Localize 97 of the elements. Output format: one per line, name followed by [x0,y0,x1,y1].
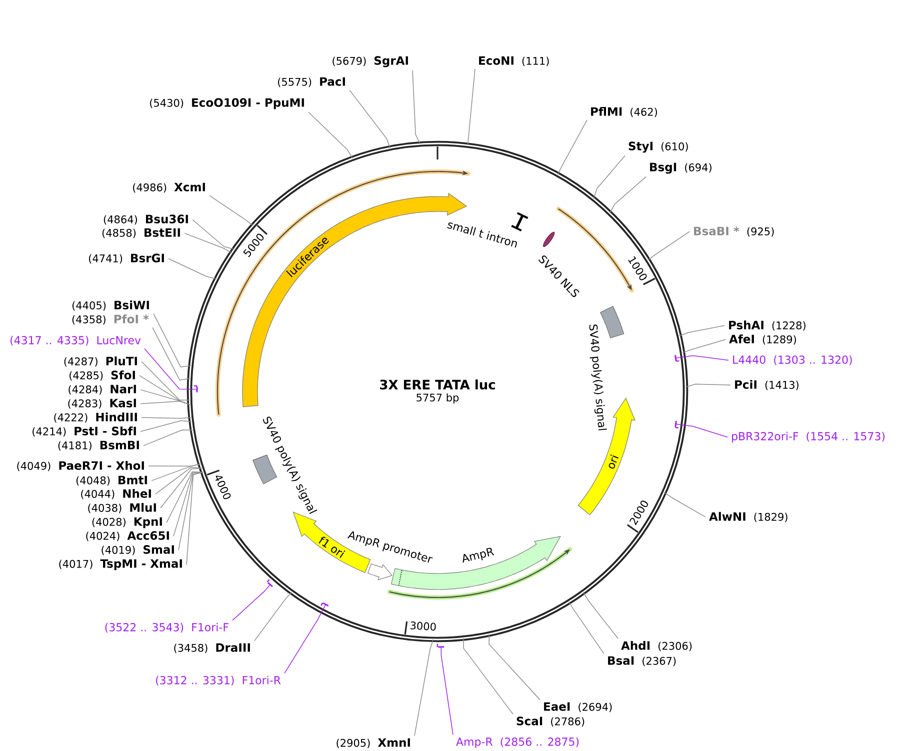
leader-line [593,155,626,200]
site-label: (4028) KpnI [92,517,162,528]
site-label: (4049) PaeR7I - XhoI [17,460,144,472]
scale-label: 3000 [410,621,436,631]
leader-line [151,464,201,482]
leader-line [140,400,190,405]
leader-line [192,219,235,250]
site-label: BsgI (694) [650,162,712,174]
site-label: (4181) BsmBI [58,440,139,451]
site-label: (4358) PfoI * [72,314,149,325]
leader-line [284,604,326,674]
site-label: PflMI (462) [591,106,657,118]
site-label: (4024) Acc65I [86,531,169,542]
leader-line [349,90,391,148]
leader-line [173,472,204,536]
site-label: AfeI (1289) [729,334,796,345]
scale-label: 4000 [215,476,231,500]
leader-line [682,339,726,354]
leader-line [676,424,728,438]
site-label: (4222) HindIII [54,412,137,423]
leader-line [186,472,204,566]
site-label: (4284) NarI [68,384,136,395]
site-label: (4287) PluTI [64,356,137,367]
site-label: (4048) BmtI [76,476,147,486]
primer-mark [436,644,444,648]
primer-mark [674,420,679,428]
leader-line [184,232,232,254]
leader-line [232,584,270,621]
site-label: (4017) TspMI - XmaI [59,559,182,570]
leader-line [209,195,254,226]
site-label: EcoNI (111) [479,56,549,66]
site-label: (4285) SfoI [70,370,135,381]
primer-label: pBR322ori-F (1554 .. 1573) [732,432,885,442]
site-label: (4986) XcmI [133,182,205,193]
leader-line [676,355,729,361]
primer-label: (4317 .. 4335) LucNrev [10,336,141,346]
site-label: (4283) KasI [68,398,136,409]
leader-line [568,601,604,654]
site-label: (2905) XmnI [336,738,410,748]
leader-line [412,70,421,144]
primer-label: (3522 .. 3543) F1ori-F [105,622,228,633]
site-label: BsaI (2367) [608,656,676,666]
leader-line [166,471,204,524]
leader-line [664,492,706,518]
leader-line [160,468,202,508]
primer-label: L4440 (1303 .. 1320) [733,355,852,366]
leader-line [140,389,190,405]
site-label: ScaI (2786) [516,716,584,727]
site-label: BsaBI * (925) [694,226,774,237]
site-label: (4044) NheI [81,488,151,500]
leader-line [153,313,192,368]
site-label: (3458) DraIII [174,643,250,654]
site-label: StyI (610) [628,142,688,153]
leader-line [155,467,202,494]
leader-line [143,429,193,446]
primer-label: (3312 .. 3331) F1ori-R [156,676,281,686]
feature-label: AmpR [462,548,494,563]
primer-mark [266,579,273,588]
site-label: (5575) PacI [278,77,345,88]
leader-line [152,327,190,381]
site-label: (4864) Bsu36I [104,214,188,225]
primer-label: Amp-R (2856 .. 2875) [456,737,579,748]
leader-line [647,231,690,260]
site-label: (5679) SgrAI [332,56,408,68]
site-label: (4038) MluI [88,502,156,514]
leader-line [141,417,192,419]
primer-mark [674,355,680,362]
leader-line [440,647,454,736]
leader-line [685,384,731,388]
leader-line [308,112,354,159]
primer-mark [320,602,329,606]
leader-line [467,68,476,146]
site-label: (4858) BstEII [102,228,180,238]
leader-line [678,325,725,336]
leader-line [141,361,190,401]
leader-line [582,592,618,639]
leader-line [557,120,588,175]
site-label: (5430) EcoO109I - PpuMI [150,98,304,110]
leader-line [414,639,434,736]
leader-line [609,176,646,214]
leader-line [144,348,197,390]
leader-line [178,472,204,550]
leader-line [254,592,292,642]
site-label: EaeI (2694) [544,702,612,712]
site-label: AhdI (2306) [621,640,692,652]
site-label: PshAI (1228) [729,320,806,331]
site-label: AlwNI (1829) [709,512,788,522]
primer-mark [194,385,198,392]
leader-line [488,634,540,700]
site-label: (4741) BsrGI [89,254,164,264]
site-label: PciI (1413) [735,380,798,390]
site-label: (4405) BsiWI [72,300,149,311]
leader-line [463,638,514,715]
site-label: (4019) SmaI [102,545,174,556]
leader-line [140,420,192,432]
leader-line [168,258,217,280]
site-label: (4214) PstI - SbfI [32,426,136,437]
